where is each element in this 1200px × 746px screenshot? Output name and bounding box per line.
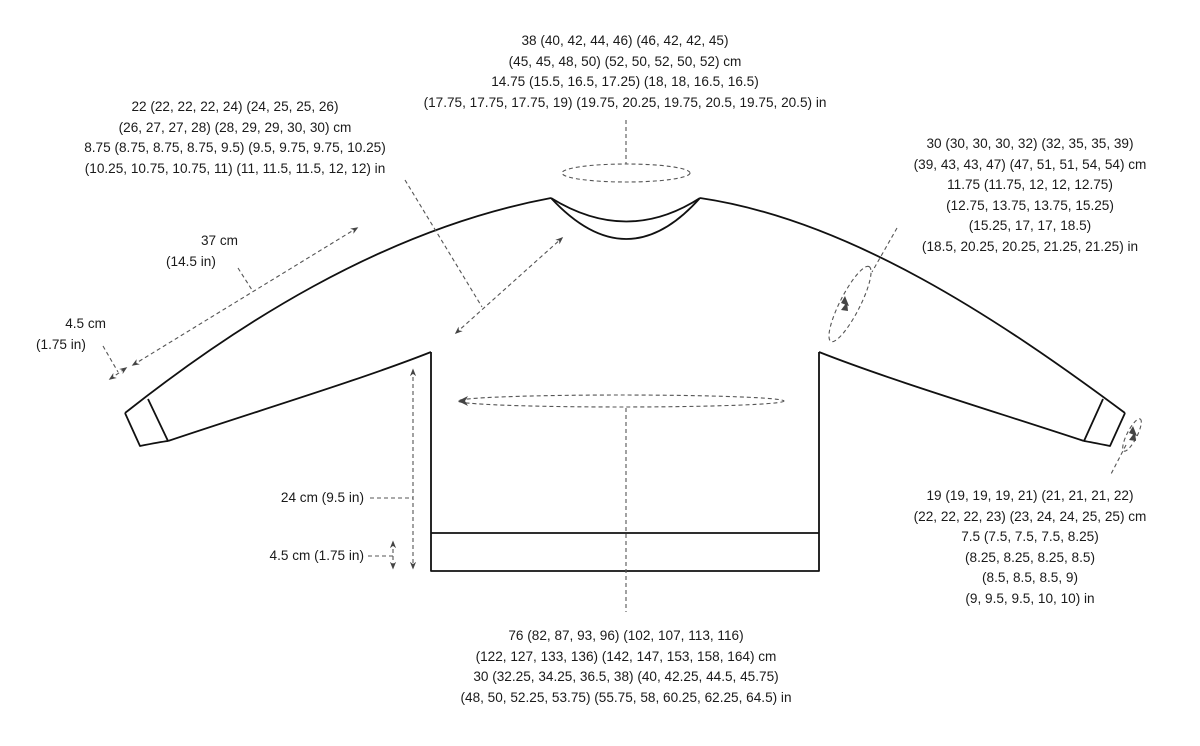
yoke-leader-line bbox=[404, 179, 483, 308]
label-line: (17.75, 17.75, 17.75, 19) (19.75, 20.25,… bbox=[423, 94, 827, 110]
label-line: (26, 27, 27, 28) (28, 29, 29, 30, 30) cm bbox=[118, 119, 352, 135]
label-line: 4.5 cm (1.75 in) bbox=[269, 548, 364, 563]
sleeve-length-arrow bbox=[131, 227, 359, 366]
label-line: 37 cm bbox=[200, 233, 238, 248]
right-sleeve-top-edge bbox=[699, 197, 1126, 414]
label-line: (12.75, 13.75, 13.75, 15.25) bbox=[946, 197, 1114, 213]
right-cuff bbox=[1083, 412, 1126, 447]
label-line: 38 (40, 42, 44, 46) (46, 42, 42, 45) bbox=[521, 33, 729, 48]
label-line: 4.5 cm bbox=[65, 316, 106, 331]
body-length-label: 24 cm (9.5 in) bbox=[230, 488, 364, 509]
neck-circumference-label: 38 (40, 42, 44, 46) (46, 42, 42, 45) (45… bbox=[395, 31, 855, 113]
label-line: 30 (32.25, 34.25, 36.5, 38) (40, 42.25, … bbox=[473, 669, 779, 685]
yoke-depth-label: 22 (22, 22, 22, 24) (24, 25, 25, 26) (26… bbox=[55, 97, 415, 179]
label-line: (15.25, 17, 17, 18.5) bbox=[968, 218, 1092, 234]
cuff-depth-label: 4.5 cm (1.75 in) bbox=[36, 314, 106, 355]
left-cuff-seam bbox=[147, 398, 169, 442]
label-line: 11.75 (11.75, 12, 12, 12.75) bbox=[947, 177, 1113, 193]
label-line: (45, 45, 48, 50) (52, 50, 52, 50, 52) cm bbox=[508, 53, 742, 69]
sweater-outline bbox=[124, 197, 1126, 572]
dimension-lines bbox=[102, 120, 1142, 612]
upper-arm-circumference-label: 30 (30, 30, 30, 32) (32, 35, 35, 39) (39… bbox=[890, 134, 1170, 258]
upper-arm-ellipse bbox=[828, 265, 872, 343]
wrist-leader bbox=[1109, 444, 1127, 477]
left-sleeve-underside bbox=[167, 351, 432, 442]
neckline-inner bbox=[550, 197, 701, 223]
sleeve-length-label: 37 cm (14.5 in) bbox=[166, 231, 246, 272]
label-line: 30 (30, 30, 30, 32) (32, 35, 35, 39) bbox=[926, 136, 1134, 151]
wrist-ellipse bbox=[1122, 418, 1142, 452]
upper-arm-arrow-head-b bbox=[841, 302, 848, 311]
neckline-outer bbox=[550, 197, 701, 240]
upper-arm-leader bbox=[871, 227, 898, 273]
wrist-circumference-label: 19 (19, 19, 19, 21) (21, 21, 21, 22) (22… bbox=[890, 486, 1170, 610]
label-line: (122, 127, 133, 136) (142, 147, 153, 158… bbox=[475, 648, 777, 664]
label-line: 14.75 (15.5, 16.5, 17.25) (18, 18, 16.5,… bbox=[491, 74, 759, 90]
label-line: (9, 9.5, 9.5, 10, 10) in bbox=[965, 590, 1095, 606]
label-line: 22 (22, 22, 22, 24) (24, 25, 25, 26) bbox=[131, 99, 339, 114]
body bbox=[430, 352, 820, 572]
label-line: 19 (19, 19, 19, 21) (21, 21, 21, 22) bbox=[926, 488, 1134, 503]
label-line: (48, 50, 52.25, 53.75) (55.75, 58, 60.25… bbox=[460, 689, 792, 705]
cuff-depth-leader bbox=[102, 345, 119, 373]
label-line: (18.5, 20.25, 20.25, 21.25, 21.25) in bbox=[921, 238, 1139, 254]
left-cuff bbox=[124, 412, 169, 447]
wrist-arrow-head-b bbox=[1129, 432, 1136, 441]
label-line: (10.25, 10.75, 10.75, 11) (11, 11.5, 11.… bbox=[84, 160, 386, 176]
label-line: (1.75 in) bbox=[36, 336, 86, 352]
label-line: 76 (82, 87, 93, 96) (102, 107, 113, 116) bbox=[508, 628, 744, 643]
label-line: 24 cm (9.5 in) bbox=[280, 490, 364, 505]
yoke-depth-arrow bbox=[454, 236, 564, 335]
label-line: (8.25, 8.25, 8.25, 8.5) bbox=[965, 549, 1095, 565]
hem-depth-label: 4.5 cm (1.75 in) bbox=[220, 546, 364, 567]
label-line: (8.5, 8.5, 8.5, 9) bbox=[982, 570, 1078, 586]
label-line: 8.75 (8.75, 8.75, 8.75, 9.5) (9.5, 9.75,… bbox=[84, 140, 386, 156]
label-line: (22, 22, 22, 23) (23, 24, 24, 25, 25) cm bbox=[913, 508, 1147, 524]
label-line: 7.5 (7.5, 7.5, 7.5, 8.25) bbox=[961, 529, 1099, 545]
right-sleeve-underside bbox=[818, 351, 1085, 442]
label-line: (39, 43, 43, 47) (47, 51, 51, 54, 54) cm bbox=[913, 156, 1147, 172]
sleeve-length-leader bbox=[237, 267, 253, 291]
label-line: (14.5 in) bbox=[166, 253, 216, 269]
chest-arrow-head bbox=[458, 396, 468, 406]
neck-circumference-ellipse bbox=[561, 163, 691, 183]
chest-circumference-label: 76 (82, 87, 93, 96) (102, 107, 113, 116)… bbox=[426, 626, 826, 708]
cuff-depth-arrow bbox=[108, 367, 128, 380]
right-cuff-seam bbox=[1083, 398, 1104, 442]
chest-circumference-ellipse bbox=[457, 394, 785, 408]
